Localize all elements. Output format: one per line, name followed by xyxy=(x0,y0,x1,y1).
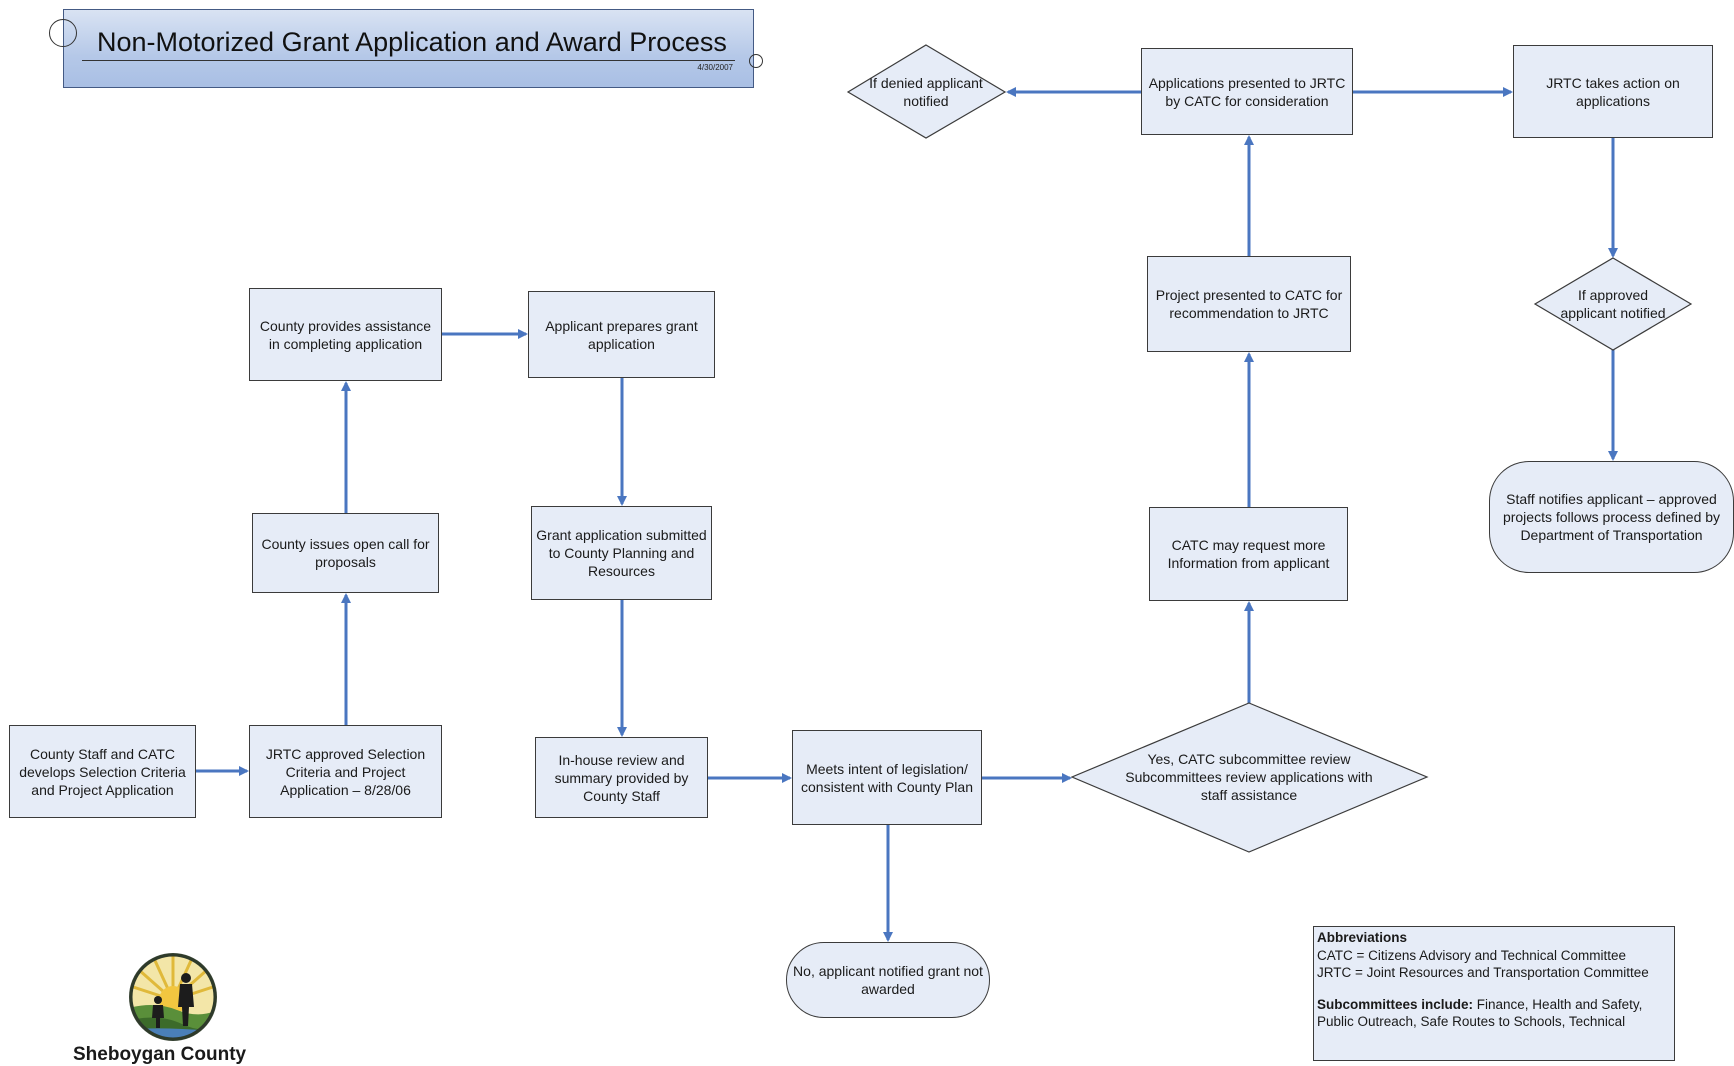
title-ring-right xyxy=(749,54,763,68)
node-jrtc-approved: JRTC approved Selection Criteria and Pro… xyxy=(249,725,442,818)
subcommittees-list-1: Finance, Health and Safety, xyxy=(1473,996,1643,1012)
node-request-info: CATC may request more Information from a… xyxy=(1149,507,1348,601)
title-banner: Non-Motorized Grant Application and Awar… xyxy=(63,9,754,88)
node-county-assist: County provides assistance in completing… xyxy=(249,288,442,381)
diagram-title: Non-Motorized Grant Application and Awar… xyxy=(97,27,727,57)
node-presented-jrtc: Applications presented to JRTC by CATC f… xyxy=(1141,48,1353,135)
abbreviation-jrtc: JRTC = Joint Resources and Transportatio… xyxy=(1317,965,1649,980)
node-inhouse-review: In-house review and summary provided by … xyxy=(535,737,708,818)
diamond-subcommittee xyxy=(1070,702,1429,853)
subcommittees-list-2: Public Outreach, Safe Routes to Schools,… xyxy=(1317,1014,1626,1029)
node-not-awarded: No, applicant notified grant not awarded xyxy=(786,942,990,1018)
label-subcommittee: Yes, CATC subcommittee review Subcommitt… xyxy=(1125,751,1373,803)
node-jrtc-action: JRTC takes action on applications xyxy=(1513,45,1713,138)
abbreviation-catc: CATC = Citizens Advisory and Technical C… xyxy=(1317,947,1626,963)
node-presented-catc: Project presented to CATC for recommenda… xyxy=(1147,256,1351,352)
title-ring-left xyxy=(49,19,77,47)
county-logo xyxy=(129,953,217,1041)
title-date: 4/30/2007 xyxy=(697,63,733,72)
diamond-denied xyxy=(846,44,1007,139)
subcommittees-line: Subcommittees include: Finance, Health a… xyxy=(1317,996,1671,1014)
title-rule xyxy=(82,60,735,61)
node-applicant-prepares: Applicant prepares grant application xyxy=(528,291,715,378)
node-open-call: County issues open call for proposals xyxy=(252,513,439,593)
node-staff-notifies: Staff notifies applicant – approved proj… xyxy=(1489,461,1734,573)
abbreviations-box: Abbreviations CATC = Citizens Advisory a… xyxy=(1313,926,1675,1061)
node-meets-intent: Meets intent of legislation/ consistent … xyxy=(792,730,982,825)
label-denied: If denied applicant notified xyxy=(869,75,983,109)
subcommittees-label: Subcommittees include: xyxy=(1317,996,1474,1012)
node-submitted: Grant application submitted to County Pl… xyxy=(531,506,712,600)
logo-text: Sheboygan County xyxy=(73,1044,247,1065)
abbreviations-spacer xyxy=(1317,982,1671,996)
label-approved: If approved applicant notified xyxy=(1560,287,1666,321)
node-county-staff: County Staff and CATC develops Selection… xyxy=(9,725,196,818)
diamond-approved xyxy=(1533,257,1693,351)
abbreviations-heading: Abbreviations xyxy=(1317,930,1408,945)
